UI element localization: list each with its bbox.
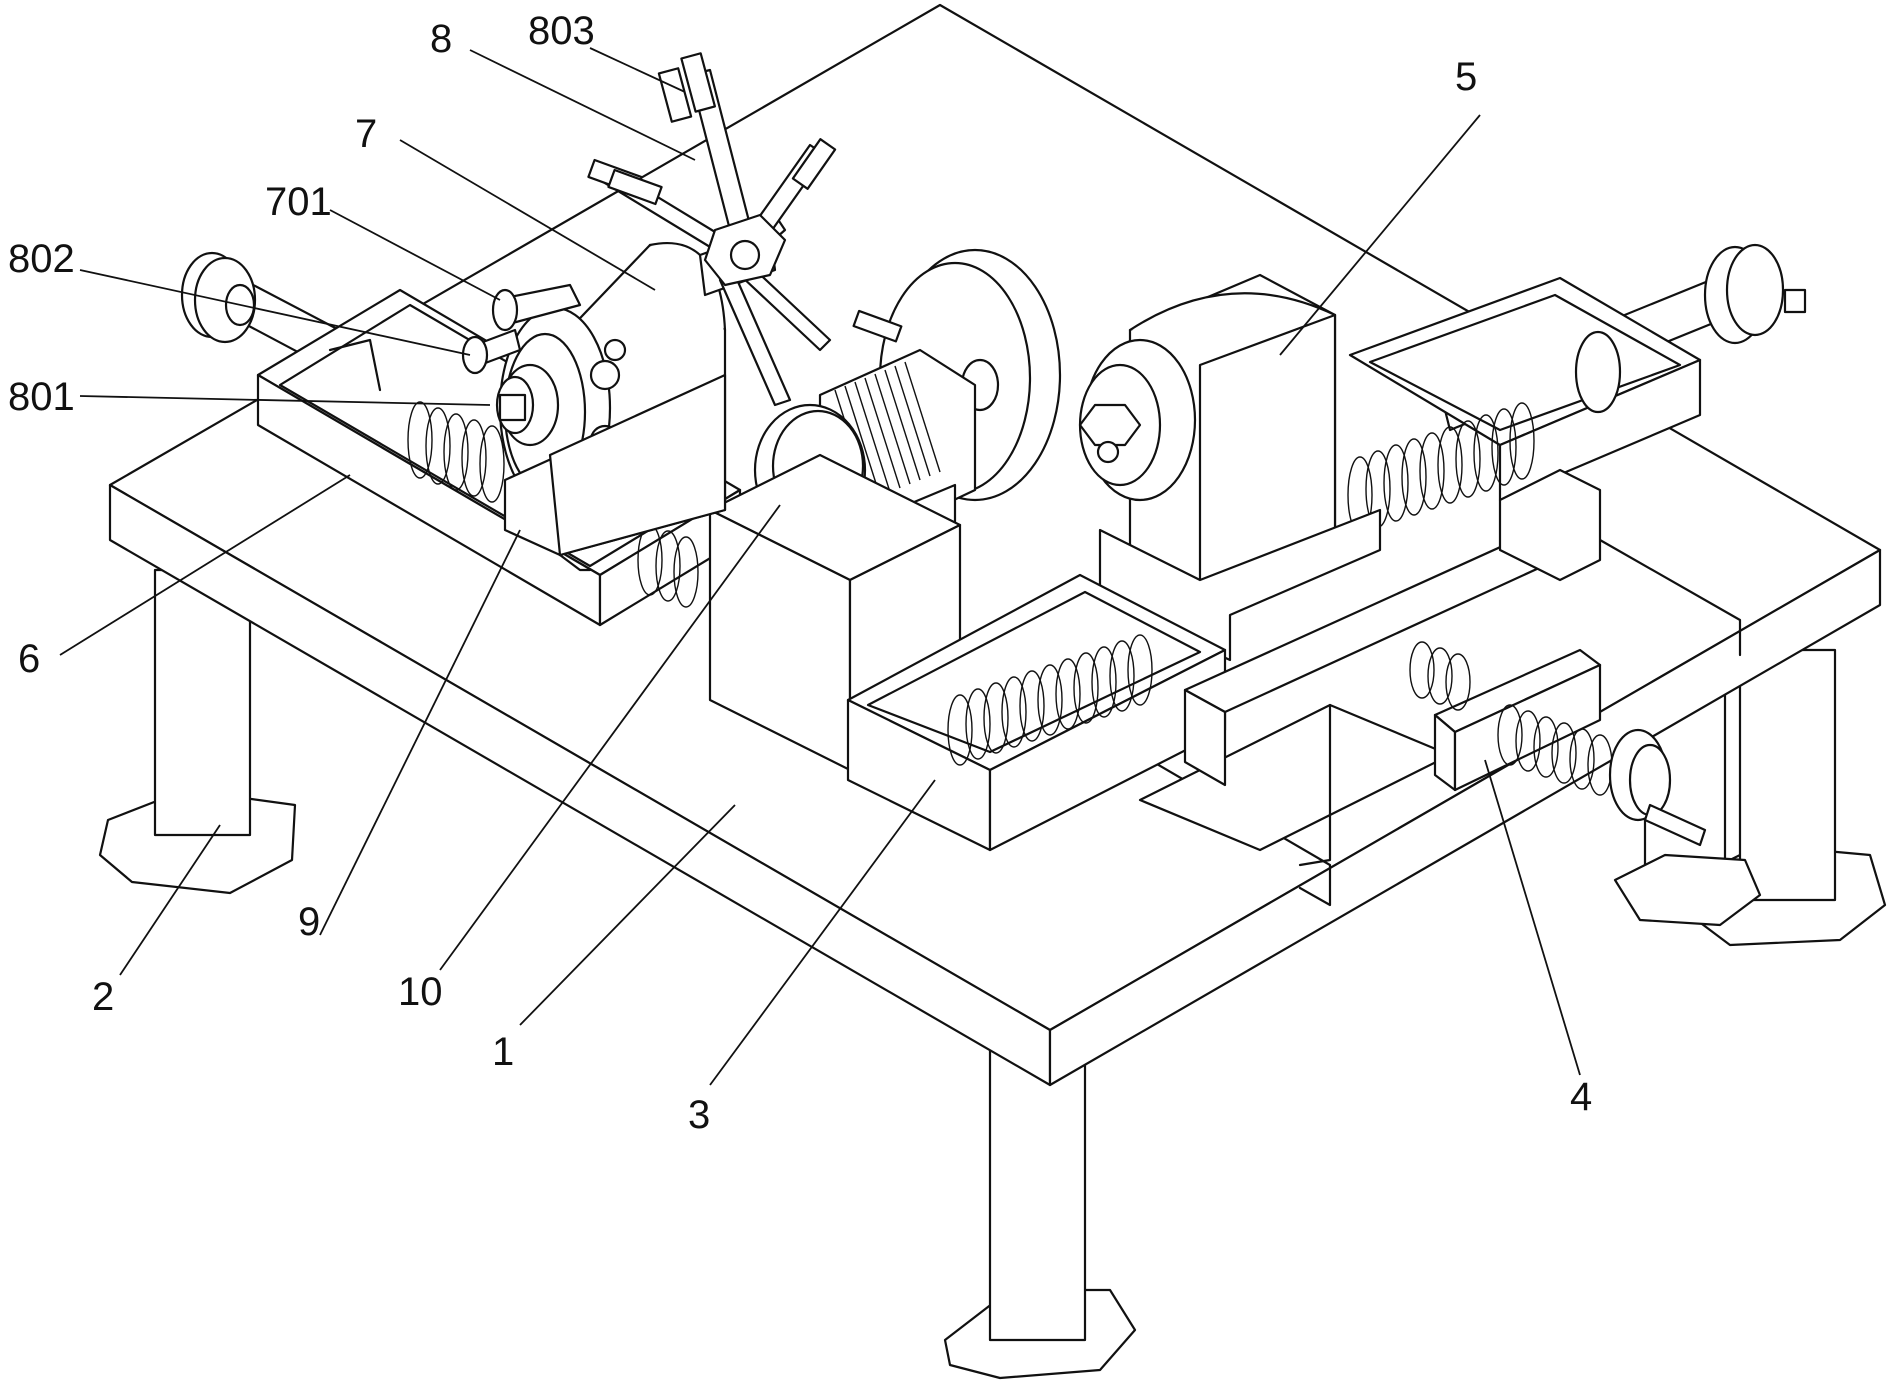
- label-1: 1: [492, 1030, 514, 1074]
- label-803: 803: [528, 9, 595, 53]
- label-8: 8: [430, 17, 452, 61]
- front-guide-box: [846, 573, 1227, 852]
- right-guide-box: [1347, 276, 1702, 534]
- table-top: [108, 3, 1882, 1087]
- front-spring: [947, 634, 1153, 766]
- label-2: 2: [92, 975, 114, 1019]
- front-right-slide-base: [1183, 468, 1602, 787]
- label-9: 9: [298, 900, 320, 944]
- adjusting-block: [1409, 641, 1707, 847]
- label-6: 6: [18, 637, 40, 681]
- headstock-housing: [498, 242, 727, 572]
- left-spring: [407, 401, 699, 608]
- label-5: 5: [1455, 55, 1477, 99]
- tailstock-block: [1078, 273, 1382, 662]
- label-4: 4: [1570, 1075, 1592, 1119]
- label-7: 7: [355, 112, 377, 156]
- right-spring: [1347, 402, 1535, 534]
- label-802: 802: [8, 237, 75, 281]
- leg-front-bottom: [943, 1048, 1137, 1380]
- label-10: 10: [398, 970, 443, 1014]
- left-chuck: [461, 283, 582, 447]
- label-3: 3: [688, 1093, 710, 1137]
- leader-lines: [59, 47, 1581, 1086]
- label-701: 701: [265, 180, 332, 224]
- chuck-star: [587, 52, 903, 407]
- label-801: 801: [8, 375, 75, 419]
- motor-fins: [834, 361, 941, 501]
- leg-front-left: [98, 568, 297, 895]
